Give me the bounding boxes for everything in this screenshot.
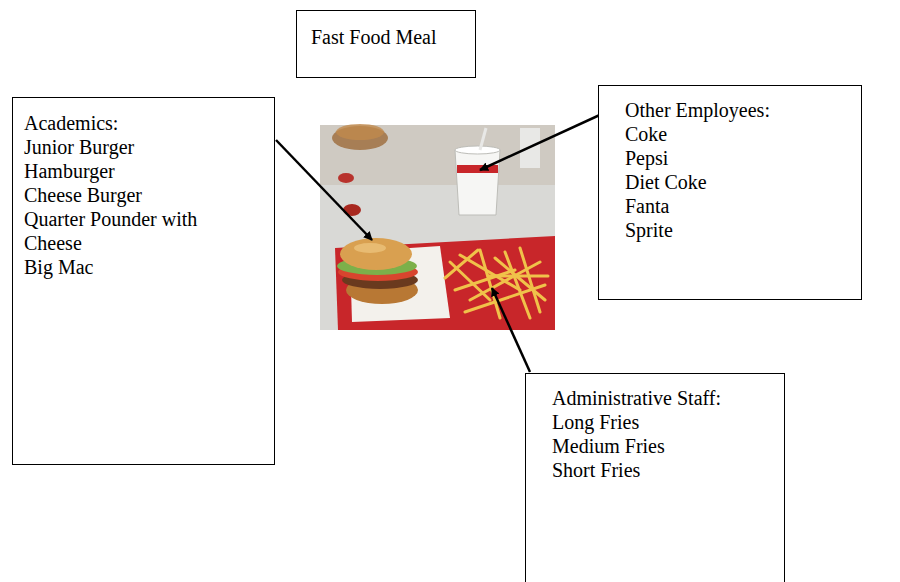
title-box: Fast Food Meal (296, 10, 476, 78)
menu-item: Junior Burger (24, 135, 204, 159)
box-heading: Administrative Staff: (552, 386, 776, 410)
menu-item: Cheese Burger (24, 183, 204, 207)
leader-line (492, 288, 530, 372)
box-heading: Academics: (24, 111, 204, 135)
box-heading: Fast Food Meal (311, 25, 467, 49)
menu-item: Sprite (625, 218, 853, 242)
menu-item: Diet Coke (625, 170, 853, 194)
group-box: Other Employees:CokePepsiDiet CokeFantaS… (598, 85, 862, 300)
menu-item: Big Mac (24, 255, 204, 279)
menu-item: Fanta (625, 194, 853, 218)
menu-item: Coke (625, 122, 853, 146)
menu-item: Medium Fries (552, 434, 776, 458)
leader-line (276, 140, 372, 240)
group-box: Academics:Junior BurgerHamburgerCheese B… (12, 97, 275, 465)
menu-item: Pepsi (625, 146, 853, 170)
menu-item: Short Fries (552, 458, 776, 482)
meal-photo (320, 124, 555, 330)
box-heading: Other Employees: (625, 98, 853, 122)
group-box: Administrative Staff:Long FriesMedium Fr… (525, 373, 785, 582)
menu-item: Hamburger (24, 159, 204, 183)
menu-item: Long Fries (552, 410, 776, 434)
menu-item: Quarter Pounder with Cheese (24, 207, 204, 255)
